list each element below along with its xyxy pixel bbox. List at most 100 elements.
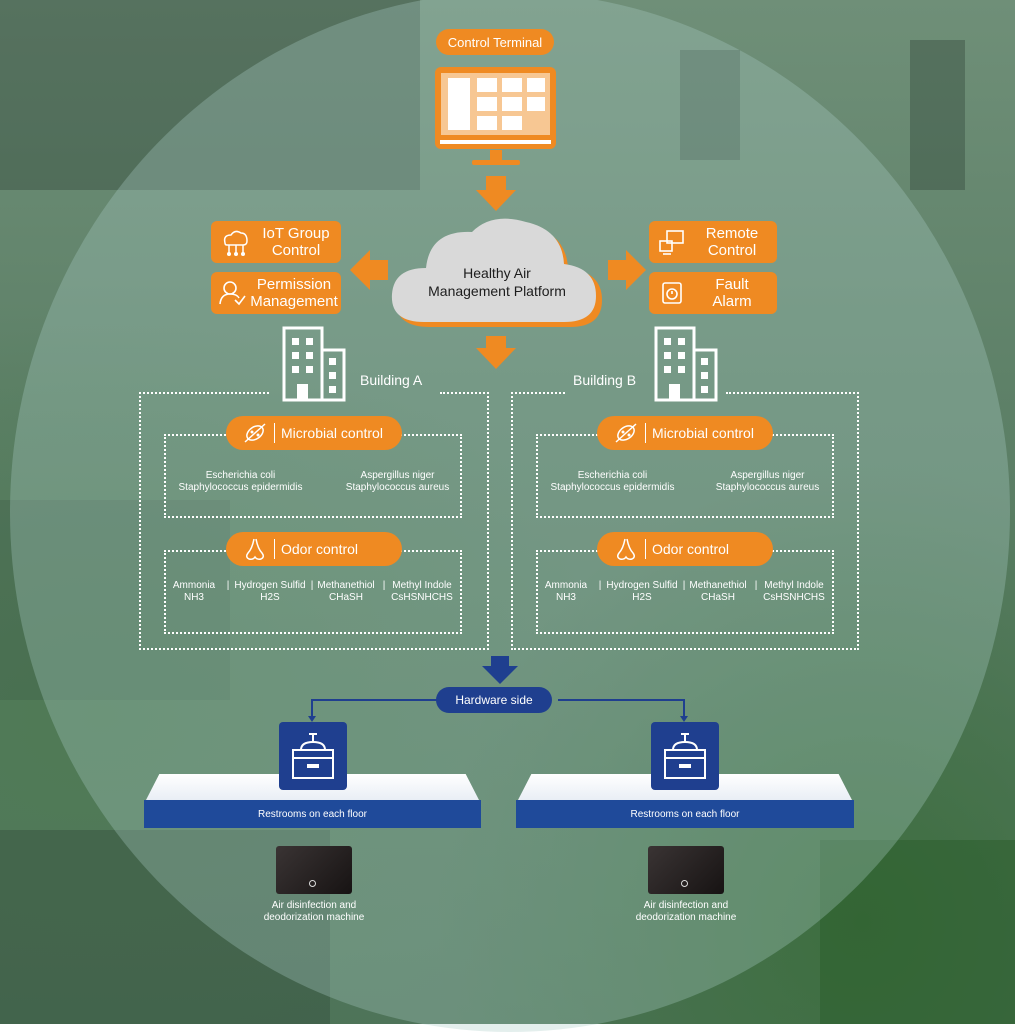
odor-separator: |: [754, 580, 758, 591]
platform-title-line2: Management Platform: [428, 283, 566, 299]
sink-icon-svg: [664, 733, 706, 779]
sink-icon: [651, 722, 719, 790]
hardware-side-text: Hardware side: [455, 693, 533, 707]
microbe-item: Staphylococcus epidermidis: [178, 482, 303, 493]
odor-name: Hydrogen Sulfid: [234, 580, 306, 591]
building-b-microbes-left: Escherichia coli Staphylococcus epidermi…: [540, 470, 685, 494]
building-b-icon: [654, 326, 718, 402]
odor-item: Ammonia NH3: [166, 580, 222, 604]
building-b-odor-pill: Odor control: [597, 532, 773, 566]
permission-management-box: Permission Management: [211, 272, 341, 314]
building-a-icon: [282, 326, 346, 402]
odor-formula: CsHSNHCHS: [391, 592, 453, 603]
odor-item: Methyl Indole CsHSNHCHS: [756, 580, 832, 604]
odor-name: Methanethiol: [689, 580, 747, 591]
odor-item: Hydrogen Sulfid H2S: [228, 580, 312, 604]
background-tower: [680, 50, 740, 160]
building-a-odor-pill: Odor control: [226, 532, 402, 566]
building-a-frame: [139, 392, 489, 650]
network-icon: [223, 230, 248, 256]
building-b-frame-top-left: [511, 392, 565, 394]
machine-label-line2: deodorization machine: [635, 912, 737, 923]
odor-name: Ammonia: [544, 580, 588, 591]
nose-icon: [616, 538, 636, 560]
power-button-icon: [309, 880, 316, 887]
odor-separator: |: [382, 580, 386, 591]
air-machine-right: [648, 846, 724, 894]
microbe-icon: [615, 423, 637, 443]
building-a-microbes-left: Escherichia coli Staphylococcus epidermi…: [168, 470, 313, 494]
iot-group-control-label: IoT Group Control: [251, 225, 341, 259]
building-b-microbes-right: Aspergillus niger Staphylococcus aureus: [700, 470, 835, 494]
user-icon: [219, 281, 246, 306]
odor-item: Ammonia NH3: [538, 580, 594, 604]
hardware-connector-lines: [308, 699, 688, 722]
microbe-item: Aspergillus niger: [360, 470, 435, 481]
background-building: [0, 500, 230, 700]
remote-control-label: Remote Control: [687, 225, 777, 259]
air-machine-left: [276, 846, 352, 894]
arrow-right-icon: [608, 250, 646, 290]
fault-alarm-box: Fault Alarm: [649, 272, 777, 314]
alarm-icon: [662, 282, 682, 304]
odor-separator: |: [598, 580, 602, 591]
odor-name: Hydrogen Sulfid: [606, 580, 678, 591]
odor-name: Ammonia: [172, 580, 216, 591]
building-a-frame-top-left: [139, 392, 269, 394]
arrow-down-navy-icon: [482, 656, 518, 684]
arrow-left-icon: [350, 250, 388, 290]
odor-separator: |: [682, 580, 686, 591]
odor-formula: H2S: [632, 592, 652, 603]
machine-label-left: Air disinfection and deodorization machi…: [236, 900, 392, 924]
remote-label-line2: Control: [707, 242, 757, 259]
building-a-odor-title: Odor control: [281, 541, 359, 557]
odor-item: Methanethiol CHaSH: [312, 580, 380, 604]
fault-label-line1: Fault: [715, 276, 749, 293]
odor-formula: CsHSNHCHS: [763, 592, 825, 603]
building-b-frame: [511, 392, 859, 650]
nose-icon: [245, 538, 265, 560]
odor-item: Methanethiol CHaSH: [684, 580, 752, 604]
restroom-label-right: Restrooms on each floor: [630, 808, 740, 820]
building-a-frame-top-right: [440, 392, 489, 394]
remote-label-line1: Remote: [705, 225, 759, 242]
restroom-label-left: Restrooms on each floor: [258, 808, 367, 820]
building-b-microbial-title: Microbial control: [652, 425, 754, 441]
background-building: [0, 0, 420, 190]
iot-label-line2: Control: [271, 242, 321, 259]
iot-label-line1: IoT Group: [262, 225, 330, 242]
sink-icon: [279, 722, 347, 790]
background-tower: [910, 40, 965, 190]
arrow-down-icon: [476, 176, 516, 211]
platform-title-line1: Healthy Air: [463, 265, 531, 281]
control-terminal-text: Control Terminal: [447, 34, 543, 50]
odor-name: Methyl Indole: [764, 580, 824, 591]
odor-name: Methyl Indole: [392, 580, 452, 591]
machine-label-line1: Air disinfection and: [271, 900, 357, 911]
monitor-icon: [435, 67, 556, 165]
background-trees: [820, 840, 1015, 1024]
odor-formula: CHaSH: [329, 592, 363, 603]
microbe-item: Staphylococcus epidermidis: [550, 482, 675, 493]
building-b-microbial-pill: Microbial control: [597, 416, 773, 450]
remote-control-box: Remote Control: [649, 221, 777, 263]
odor-name: Methanethiol: [317, 580, 375, 591]
building-a-microbial-pill: Microbial control: [226, 416, 402, 450]
microbe-item: Escherichia coli: [205, 470, 276, 481]
building-b-odor-title: Odor control: [652, 541, 730, 557]
arrow-down-icon: [476, 336, 516, 369]
cloud-icon: [391, 218, 602, 327]
power-button-icon: [681, 880, 688, 887]
odor-formula: NH3: [183, 592, 204, 603]
building-a-label: Building A: [360, 372, 423, 388]
iot-group-control-box: IoT Group Control: [211, 221, 341, 263]
odor-formula: NH3: [555, 592, 576, 603]
platform-title: Healthy Air Management Platform: [412, 264, 582, 300]
microbe-item: Aspergillus niger: [730, 470, 805, 481]
odor-item: Methyl Indole CsHSNHCHS: [384, 580, 460, 604]
permission-label-line1: Permission: [256, 276, 332, 293]
microbe-item: Staphylococcus aureus: [345, 482, 450, 493]
microbe-icon: [244, 423, 266, 443]
odor-formula: CHaSH: [701, 592, 735, 603]
permission-management-label: Permission Management: [247, 276, 341, 310]
